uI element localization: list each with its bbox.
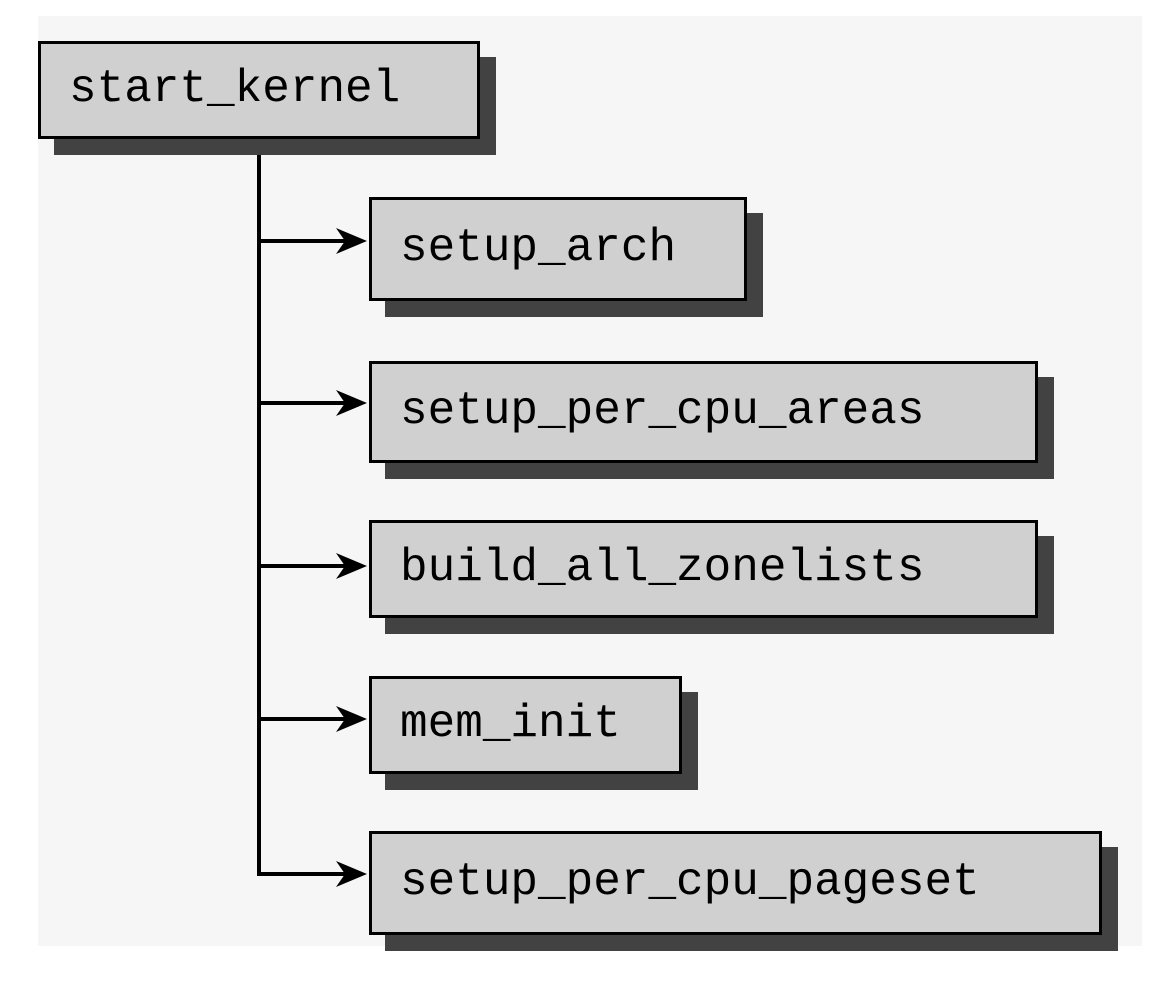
arrow-to-build-all-zonelists (259, 553, 367, 579)
root-function-box: start_kernel (38, 41, 480, 139)
callee-box-setup-per-cpu-areas: setup_per_cpu_areas (369, 361, 1038, 463)
callee-box-setup-per-cpu-pageset: setup_per_cpu_pageset (369, 831, 1102, 935)
callee-box-build-all-zonelists: build_all_zonelists (369, 520, 1038, 618)
callee-label: setup_arch (400, 222, 677, 274)
callee-box-setup-arch: setup_arch (369, 197, 747, 301)
arrow-to-setup-per-cpu-areas (259, 390, 367, 416)
root-function-label: start_kernel (69, 63, 401, 115)
arrow-to-setup-arch (259, 228, 367, 254)
callee-label: build_all_zonelists (400, 542, 925, 594)
diagram-background-panel (38, 16, 1142, 946)
callee-box-mem-init: mem_init (369, 676, 682, 774)
callee-label: mem_init (400, 698, 621, 750)
arrow-to-mem-init (259, 706, 367, 732)
callee-label: setup_per_cpu_areas (400, 385, 925, 437)
callee-label: setup_per_cpu_pageset (400, 856, 980, 908)
arrow-to-setup-per-cpu-pageset (257, 861, 367, 887)
